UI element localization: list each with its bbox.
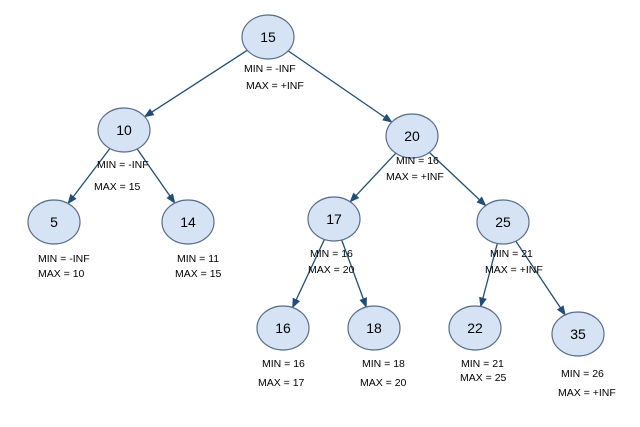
node-circle [97,107,151,153]
edges-layer [67,49,566,316]
tree-node-5: 5 [27,199,81,245]
edge-arrow-n15-n20 [287,50,393,123]
node-circle [241,14,295,60]
edge-arrow-n15-n10 [143,49,248,118]
node-max-label: MAX = 20 [360,377,407,389]
node-value: 14 [180,214,196,230]
node-max-label: MAX = 10 [38,268,85,280]
node-circle [161,199,215,245]
node-circle [307,196,361,242]
edge-arrow-n25-n35 [515,240,566,316]
node-circle [551,311,605,357]
node-max-label: MAX = 17 [258,377,305,389]
node-value: 15 [260,29,276,45]
tree-node-14: 14 [161,199,215,245]
nodes-layer: 15 10 20 5 14 17 25 16 18 22 35 [27,14,605,357]
node-min-label: MIN = 18 [362,358,405,370]
node-max-label: MAX = +INF [246,80,304,92]
node-circle [347,305,401,351]
edge-arrow-n25-n22 [479,243,498,308]
labels-layer: MIN = -INF MAX = +INF MIN = -INF MAX = 15 MI… [38,63,616,399]
node-value: 18 [366,320,382,336]
node-max-label: MAX = 20 [308,264,355,276]
node-value: 17 [326,211,342,227]
node-max-label: MAX = +INF [558,387,616,399]
node-min-label: MIN = -INF [38,253,90,265]
tree-node-17: 17 [307,196,361,242]
tree-node-16: 16 [256,305,310,351]
tree-node-25: 25 [476,199,530,245]
edge-arrow-n10-n5 [67,148,111,205]
node-value: 35 [570,326,586,342]
node-max-label: MAX = 15 [94,181,141,193]
node-value: 22 [467,320,483,336]
node-value: 16 [275,320,291,336]
node-value: 20 [404,128,420,144]
node-circle [385,113,439,159]
edge-arrow-n17-n18 [341,239,367,308]
node-min-label: MIN = 11 [177,253,219,265]
tree-node-18: 18 [347,305,401,351]
node-min-label: MIN = 21 [461,358,504,370]
node-value: 10 [116,122,132,138]
tree-node-20: 20 [385,113,439,159]
edge-arrow-n10-n14 [136,148,176,204]
node-value: 25 [495,214,511,230]
node-min-label: MIN = 16 [262,358,305,370]
edge-arrow-n20-n17 [349,152,397,203]
node-min-label: MIN = 21 [490,248,533,260]
node-circle [27,199,81,245]
node-min-label: MIN = 16 [310,248,353,260]
tree-node-35: 35 [551,311,605,357]
node-max-label: MAX = +INF [485,264,543,276]
node-max-label: MAX = 15 [175,268,222,280]
node-min-label: MIN = 26 [561,368,604,380]
node-max-label: MAX = 25 [460,372,507,384]
node-circle [476,199,530,245]
edge-arrow-n20-n25 [428,151,487,207]
edge-arrow-n17-n16 [292,239,325,309]
node-max-label: MAX = +INF [386,171,444,183]
node-circle [256,305,310,351]
node-min-label: MIN = -INF [244,63,296,75]
tree-node-10: 10 [97,107,151,153]
node-min-label: MIN = -INF [97,159,149,171]
tree-node-15: 15 [241,14,295,60]
node-min-label: MIN = 16 [396,155,439,167]
tree-node-22: 22 [448,305,502,351]
node-value: 5 [50,214,58,230]
node-circle [448,305,502,351]
